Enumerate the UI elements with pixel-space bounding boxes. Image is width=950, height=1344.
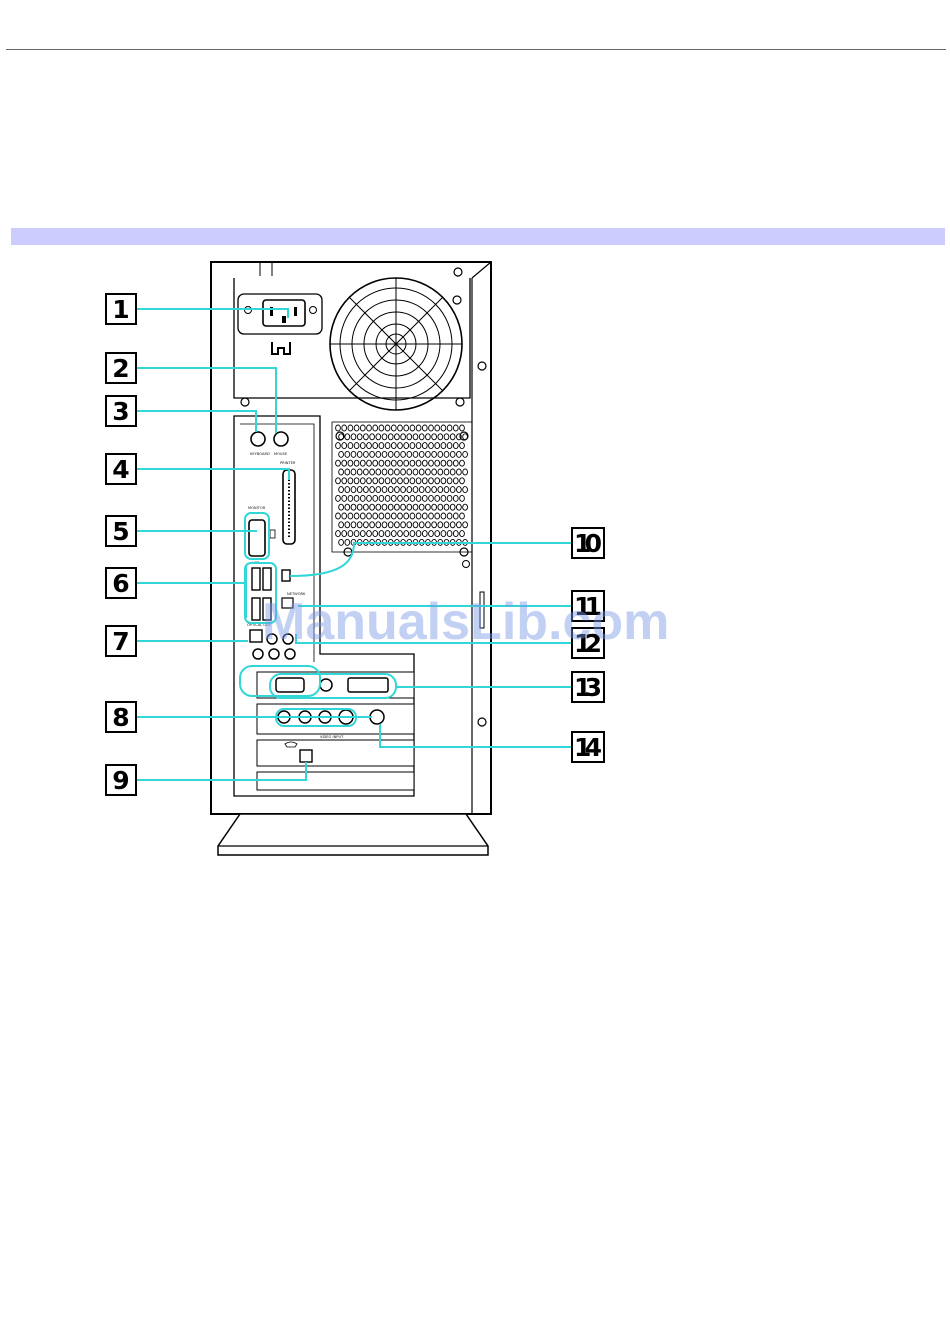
video-input-label: VIDEO INPUT bbox=[320, 735, 344, 739]
callout-number: 9 bbox=[112, 766, 129, 795]
callout-3: 3 bbox=[106, 396, 136, 426]
callout-13: 13 bbox=[572, 672, 604, 702]
callout-number: 4 bbox=[112, 455, 129, 484]
callout-number: 6 bbox=[112, 569, 129, 598]
video-card-svideo-port bbox=[320, 679, 332, 691]
callout-number: 2 bbox=[112, 354, 129, 383]
ilink-port bbox=[282, 570, 290, 581]
rear-panel-svg: KEYBOARD MOUSE PRINTER MONITOR USB NETWO… bbox=[100, 258, 620, 862]
video-card-vga-port bbox=[276, 678, 304, 692]
callout-number: 14 bbox=[574, 733, 602, 762]
callout-7: 7 bbox=[106, 626, 136, 656]
modem-slot bbox=[257, 740, 414, 766]
watermark: ManualsLib.com bbox=[262, 592, 669, 652]
callout-number: 13 bbox=[574, 673, 602, 702]
usb-port bbox=[263, 568, 271, 590]
printer-port-label: PRINTER bbox=[280, 461, 296, 465]
power-inlet-pin-ground bbox=[282, 316, 286, 323]
callout-9: 9 bbox=[106, 765, 136, 795]
callout-5: 5 bbox=[106, 516, 136, 546]
usb-port bbox=[252, 598, 260, 620]
callout-1: 1 bbox=[106, 294, 136, 324]
vhf-uhf-port bbox=[370, 710, 384, 724]
computer-rear-panel-diagram: KEYBOARD MOUSE PRINTER MONITOR USB NETWO… bbox=[100, 258, 620, 862]
modem-line-port bbox=[300, 750, 312, 762]
monitor-port bbox=[249, 520, 265, 556]
section-header-band bbox=[11, 228, 945, 245]
top-rule bbox=[6, 49, 946, 50]
callout-number: 1 bbox=[112, 295, 129, 324]
callout-8: 8 bbox=[106, 702, 136, 732]
callout-4: 4 bbox=[106, 454, 136, 484]
callout-number: 3 bbox=[112, 397, 129, 426]
callout-2: 2 bbox=[106, 353, 136, 383]
mouse-port-label: MOUSE bbox=[274, 452, 288, 456]
monitor-port-label: MONITOR bbox=[248, 506, 266, 510]
callout-6: 6 bbox=[106, 568, 136, 598]
cabinet-stand bbox=[218, 814, 488, 855]
power-inlet-pin-right bbox=[294, 307, 297, 316]
keyboard-port-label: KEYBOARD bbox=[250, 452, 270, 456]
callout-number: 8 bbox=[112, 703, 129, 732]
callout-10: 10 bbox=[572, 528, 604, 558]
optical-out-port bbox=[250, 630, 262, 642]
fan-grille bbox=[330, 278, 462, 410]
usb-port bbox=[252, 568, 260, 590]
callout-14: 14 bbox=[572, 732, 604, 762]
video-card-dvi-port bbox=[348, 678, 388, 692]
callout-number: 7 bbox=[112, 627, 129, 656]
callout-number: 5 bbox=[112, 517, 129, 546]
callout-number: 10 bbox=[574, 529, 602, 558]
keyboard-port bbox=[251, 432, 265, 446]
mouse-port bbox=[274, 432, 288, 446]
